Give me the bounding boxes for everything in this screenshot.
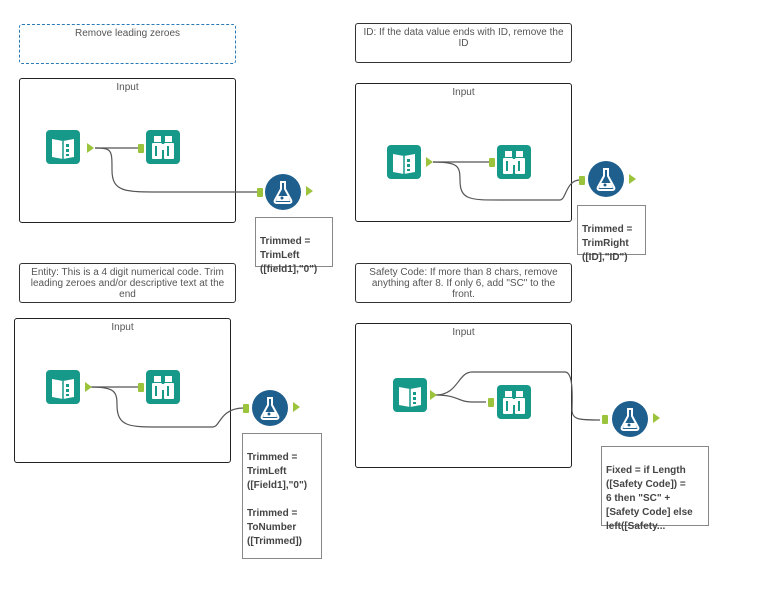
browse-icon: [503, 151, 525, 174]
annotation-text: Trimmed = TrimLeft ([field1],"0"): [260, 236, 318, 275]
container-title: Input: [116, 82, 139, 93]
browse-icon: [152, 136, 174, 159]
output-anchor[interactable]: [430, 390, 437, 400]
tool-container-4[interactable]: Input: [355, 323, 572, 468]
input-data-tool[interactable]: [393, 378, 427, 412]
output-anchor[interactable]: [293, 402, 300, 412]
input-anchor[interactable]: [138, 144, 144, 153]
comment-text: Safety Code: If more than 8 chars, remov…: [369, 267, 558, 300]
input-anchor[interactable]: [489, 158, 495, 167]
input-data-icon: [52, 139, 74, 159]
comment-text: ID: If the data value ends with ID, remo…: [363, 27, 564, 49]
browse-tool[interactable]: [146, 370, 180, 404]
formula-annotation: Fixed = if Length ([Safety Code]) = 6 th…: [601, 446, 709, 532]
container-title: Input: [452, 327, 475, 338]
comment-box-3[interactable]: Entity: This is a 4 digit numerical code…: [19, 263, 236, 303]
output-anchor[interactable]: [87, 143, 94, 153]
comment-box-1[interactable]: Remove leading zeroes: [19, 24, 236, 64]
browse-tool[interactable]: [146, 130, 180, 164]
input-anchor[interactable]: [488, 398, 494, 407]
formula-icon: [273, 181, 293, 204]
output-anchor[interactable]: [629, 174, 636, 184]
input-data-tool[interactable]: [46, 130, 80, 164]
annotation-text: Trimmed = TrimLeft ([Field1],"0") Trimme…: [247, 452, 308, 547]
comment-text: Entity: This is a 4 digit numerical code…: [30, 267, 225, 300]
annotation-text: Trimmed = TrimRight ([ID],"ID"): [582, 224, 633, 263]
browse-tool[interactable]: [497, 385, 531, 419]
output-anchor[interactable]: [306, 186, 313, 196]
container-title: Input: [452, 87, 475, 98]
input-anchor[interactable]: [243, 404, 249, 413]
input-data-icon: [399, 387, 421, 407]
input-data-tool[interactable]: [46, 370, 80, 404]
formula-icon: [596, 168, 616, 191]
output-anchor[interactable]: [85, 382, 92, 392]
formula-tool[interactable]: [252, 390, 288, 426]
input-anchor[interactable]: [579, 176, 585, 185]
formula-annotation: Trimmed = TrimLeft ([Field1],"0") Trimme…: [242, 433, 322, 559]
container-title: Input: [111, 322, 134, 333]
input-anchor[interactable]: [138, 383, 144, 392]
formula-annotation: Trimmed = TrimRight ([ID],"ID"): [577, 205, 646, 263]
input-data-icon: [52, 379, 74, 399]
formula-tool[interactable]: [265, 174, 301, 210]
input-anchor[interactable]: [257, 188, 263, 197]
formula-annotation: Trimmed = TrimLeft ([field1],"0"): [255, 217, 333, 275]
input-anchor[interactable]: [602, 415, 608, 424]
formula-icon: [260, 397, 280, 420]
comment-box-4[interactable]: Safety Code: If more than 8 chars, remov…: [355, 263, 572, 303]
formula-tool[interactable]: [612, 401, 648, 437]
browse-icon: [152, 376, 174, 399]
comment-box-2[interactable]: ID: If the data value ends with ID, remo…: [355, 23, 572, 63]
input-data-icon: [393, 154, 415, 174]
output-anchor[interactable]: [653, 413, 660, 423]
input-data-tool[interactable]: [387, 145, 421, 179]
browse-tool[interactable]: [497, 145, 531, 179]
formula-tool[interactable]: [588, 161, 624, 197]
output-anchor[interactable]: [426, 157, 433, 167]
formula-icon: [620, 408, 640, 431]
annotation-text: Fixed = if Length ([Safety Code]) = 6 th…: [606, 465, 693, 532]
comment-text: Remove leading zeroes: [74, 28, 181, 39]
browse-icon: [503, 391, 525, 414]
